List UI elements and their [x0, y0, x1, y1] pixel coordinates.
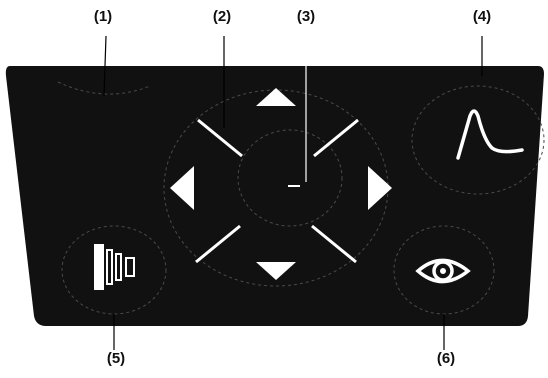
divider-lower-right [311, 224, 357, 264]
leader-line-1 [103, 35, 107, 97]
divider-upper-left [197, 118, 243, 158]
control-panel [5, 66, 545, 326]
eye-icon[interactable] [415, 258, 471, 284]
arrow-right-button[interactable] [368, 166, 392, 210]
arrow-down-button[interactable] [256, 262, 296, 280]
callout-label-5: (5) [106, 350, 126, 367]
center-key-ring [237, 129, 343, 227]
divider-upper-right [313, 118, 359, 158]
waveform-icon[interactable] [456, 109, 524, 160]
callout-label-4: (4) [472, 8, 492, 25]
callout-label-2: (2) [212, 8, 232, 25]
arrow-left-button[interactable] [170, 166, 194, 210]
callout-label-6: (6) [436, 350, 456, 367]
callout-label-1: (1) [93, 8, 113, 25]
divider-lower-left [195, 224, 241, 264]
waveform-key-ring [411, 85, 545, 195]
collimator-key-ring [61, 225, 167, 315]
bars-icon[interactable] [94, 244, 135, 290]
callout-label-3: (3) [296, 8, 316, 25]
arrow-up-button[interactable] [256, 88, 296, 106]
